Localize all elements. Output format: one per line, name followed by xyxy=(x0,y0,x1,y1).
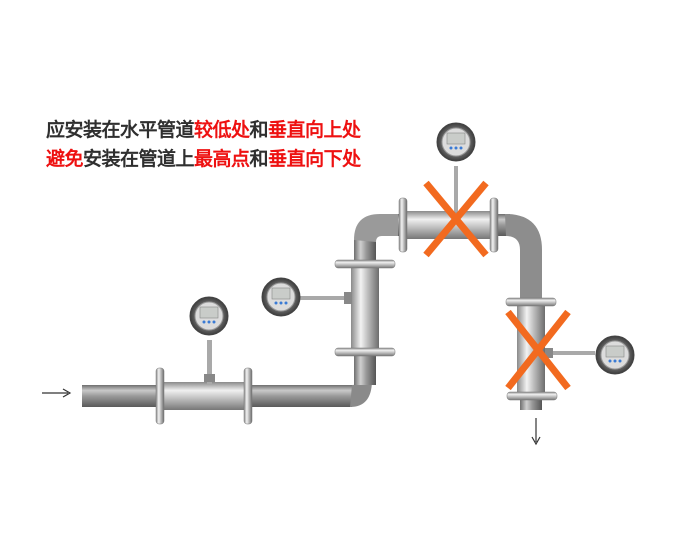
caption-segment: 安装在管道上 xyxy=(83,148,195,170)
inlet-arrow-icon xyxy=(42,388,72,398)
caption-segment: 和 xyxy=(249,148,269,170)
caption-segment: 避免 xyxy=(46,148,84,170)
flowmeter-vertical-down xyxy=(505,297,635,401)
flowmeter-horizontal-low xyxy=(155,296,253,425)
caption-segment: 最高点 xyxy=(194,148,250,170)
flowmeter-vertical-up xyxy=(261,259,396,357)
caption-segment: 垂直向上处 xyxy=(268,119,361,141)
caption-segment: 垂直向下处 xyxy=(268,148,361,170)
incorrect-cross-icon-top xyxy=(423,180,489,258)
caption-line-1: 应安装在水平管道较低处和垂直向上处 xyxy=(46,119,361,141)
caption-line-2: 避免安装在管道上最高点和垂直向下处 xyxy=(46,148,361,170)
outlet-arrow-icon xyxy=(531,418,541,446)
caption-segment: 应安装在水平管道 xyxy=(46,119,195,141)
caption-segment: 较低处 xyxy=(194,119,250,141)
incorrect-cross-icon-down xyxy=(505,309,571,391)
caption-segment: 和 xyxy=(249,119,269,141)
